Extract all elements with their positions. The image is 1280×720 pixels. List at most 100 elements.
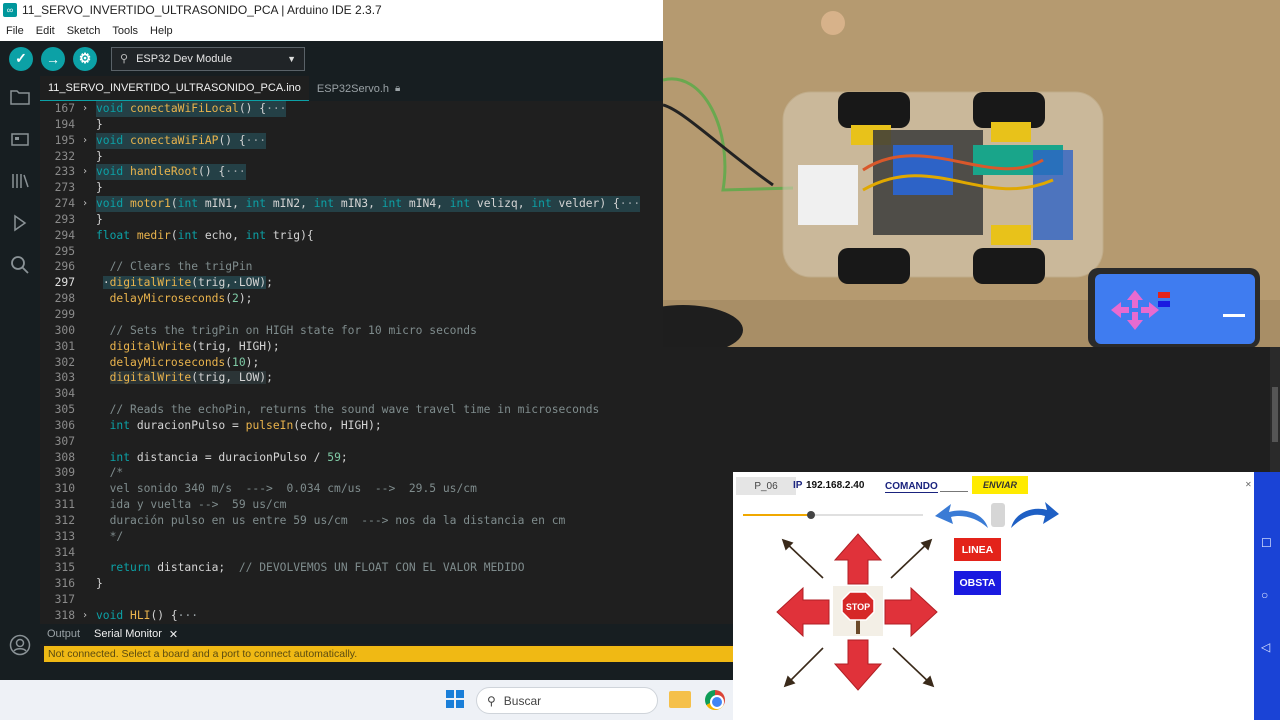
verify-check-icon[interactable]: ✓	[9, 46, 33, 71]
code-line[interactable]: 310 vel sonido 340 m/s ---> 0.034 cm/us …	[40, 481, 733, 497]
code-text: // Reads the echoPin, returns the sound …	[109, 403, 600, 417]
account-icon[interactable]	[0, 624, 40, 666]
menu-bar: File Edit Sketch Tools Help	[0, 20, 663, 41]
tab-main-sketch[interactable]: 11_SERVO_INVERTIDO_ULTRASONIDO_PCA.ino	[40, 76, 309, 101]
rotate-right-icon[interactable]	[1009, 500, 1061, 532]
code-line[interactable]: 295	[40, 244, 733, 260]
command-input[interactable]	[940, 491, 968, 492]
code-text: }	[96, 149, 103, 163]
arrow-down-left-button[interactable]	[783, 647, 824, 688]
tab-serial-monitor[interactable]: Serial Monitor	[94, 628, 162, 640]
code-line[interactable]: 293}	[40, 212, 733, 228]
obstacle-mode-button[interactable]: OBSTA	[954, 571, 1001, 595]
arrow-up-button[interactable]	[833, 533, 883, 585]
code-line[interactable]: 298 delayMicroseconds(2);	[40, 291, 733, 307]
menu-help[interactable]: Help	[150, 24, 173, 37]
code-line[interactable]: 317	[40, 592, 733, 608]
stop-button[interactable]: STOP	[833, 586, 883, 636]
code-line[interactable]: 299	[40, 307, 733, 323]
recent-apps-icon[interactable]: ☐	[1261, 536, 1272, 550]
code-line[interactable]: 318›void HLI() {···	[40, 608, 733, 621]
menu-edit[interactable]: Edit	[35, 24, 55, 37]
folder-icon[interactable]	[0, 76, 40, 118]
fold-chevron-icon[interactable]: ›	[82, 610, 89, 621]
code-line[interactable]: 307	[40, 434, 733, 450]
board-manager-icon[interactable]	[0, 118, 40, 160]
code-text: }	[96, 212, 103, 226]
code-line[interactable]: 311 ida y vuelta --> 59 us/cm	[40, 497, 733, 513]
code-line[interactable]: 274›void motor1(int mIN1, int mIN2, int …	[40, 196, 733, 212]
code-line[interactable]: 300 // Sets the trigPin on HIGH state fo…	[40, 323, 733, 339]
code-line[interactable]: 233›void handleRoot() {···	[40, 164, 733, 181]
taskbar-search-input[interactable]: ⚲ Buscar	[476, 687, 658, 714]
line-number: 316	[54, 577, 75, 591]
code-editor[interactable]: 167›void conectaWiFiLocal() {···194}195›…	[40, 101, 733, 621]
code-line[interactable]: 296 // Clears the trigPin	[40, 259, 733, 275]
code-line[interactable]: 313 */	[40, 529, 733, 545]
code-line[interactable]: 273}	[40, 180, 733, 196]
arrow-up-left-button[interactable]	[781, 538, 824, 579]
device-id-field[interactable]: P_06	[736, 477, 796, 495]
menu-file[interactable]: File	[6, 24, 24, 37]
arrow-up-right-button[interactable]	[890, 538, 933, 579]
fold-chevron-icon[interactable]: ›	[82, 103, 89, 114]
code-line[interactable]: 316}	[40, 576, 733, 592]
arrow-right-button[interactable]	[884, 586, 938, 638]
code-line[interactable]: 306 int duracionPulso = pulseIn(echo, HI…	[40, 418, 733, 434]
code-line[interactable]: 303 digitalWrite(trig, LOW);	[40, 370, 733, 386]
speed-slider-track[interactable]	[743, 514, 923, 516]
arrow-down-button[interactable]	[833, 639, 883, 691]
code-line[interactable]: 302 delayMicroseconds(10);	[40, 355, 733, 371]
code-line[interactable]: 308 int distancia = duracionPulso / 59;	[40, 450, 733, 466]
tab-output[interactable]: Output	[47, 628, 81, 640]
servo-center-button[interactable]	[991, 503, 1005, 527]
panel-footer	[40, 662, 733, 680]
code-line[interactable]: 314	[40, 545, 733, 561]
debug-icon[interactable]: ⚙	[73, 46, 97, 71]
code-line[interactable]: 195›void conectaWiFiAP() {···	[40, 132, 733, 149]
code-line[interactable]: 304	[40, 386, 733, 402]
file-explorer-icon[interactable]	[669, 691, 691, 708]
line-number: 310	[54, 482, 75, 496]
windows-start-icon[interactable]	[446, 690, 464, 708]
arrow-left-button[interactable]	[776, 586, 830, 638]
rotate-left-icon[interactable]	[933, 500, 993, 532]
code-text: delayMicroseconds(2);	[109, 292, 253, 306]
code-line[interactable]: 232}	[40, 149, 733, 165]
debug-run-icon[interactable]	[0, 202, 40, 244]
line-mode-button[interactable]: LINEA	[954, 538, 1001, 561]
close-icon[interactable]: ✕	[168, 628, 179, 641]
send-button[interactable]: ENVIAR	[972, 476, 1028, 494]
code-line[interactable]: 194}	[40, 117, 733, 133]
line-number: 195	[54, 133, 75, 147]
code-line[interactable]: 167›void conectaWiFiLocal() {···	[40, 101, 733, 117]
tab-esp32servo[interactable]: ESP32Servo.h 🔒︎	[309, 76, 408, 101]
code-line[interactable]: 312 duración pulso en us entre 59 us/cm …	[40, 513, 733, 529]
code-line[interactable]: 297 ·digitalWrite(trig,·LOW);	[40, 275, 733, 291]
speed-slider-knob[interactable]	[807, 511, 816, 519]
upload-arrow-icon[interactable]: →	[41, 46, 65, 71]
ip-value[interactable]: 192.168.2.40	[806, 480, 865, 491]
fold-chevron-icon[interactable]: ›	[82, 166, 89, 178]
arrow-down-right-button[interactable]	[892, 647, 935, 688]
board-selector[interactable]: ⚲ ESP32 Dev Module ▼	[111, 46, 305, 71]
search-icon[interactable]	[0, 244, 40, 286]
chrome-icon[interactable]	[705, 690, 725, 710]
ip-label: IP	[793, 480, 803, 491]
fold-chevron-icon[interactable]: ›	[82, 198, 89, 210]
code-line[interactable]: 309 /*	[40, 465, 733, 481]
line-number: 167	[54, 102, 75, 115]
home-icon[interactable]: ○	[1261, 588, 1269, 602]
menu-tools[interactable]: Tools	[112, 24, 139, 37]
back-icon[interactable]: ◁	[1261, 640, 1271, 654]
scrollbar[interactable]	[1270, 347, 1280, 472]
fold-chevron-icon[interactable]: ›	[82, 134, 89, 146]
close-icon[interactable]: ✕	[1245, 480, 1252, 489]
library-icon[interactable]	[0, 160, 40, 202]
menu-sketch[interactable]: Sketch	[66, 24, 101, 37]
code-line[interactable]: 301 digitalWrite(trig, HIGH);	[40, 339, 733, 355]
code-line[interactable]: 315 return distancia; // DEVOLVEMOS UN F…	[40, 560, 733, 576]
arduino-app-icon: ∞	[3, 3, 17, 17]
code-line[interactable]: 305 // Reads the echoPin, returns the so…	[40, 402, 733, 418]
